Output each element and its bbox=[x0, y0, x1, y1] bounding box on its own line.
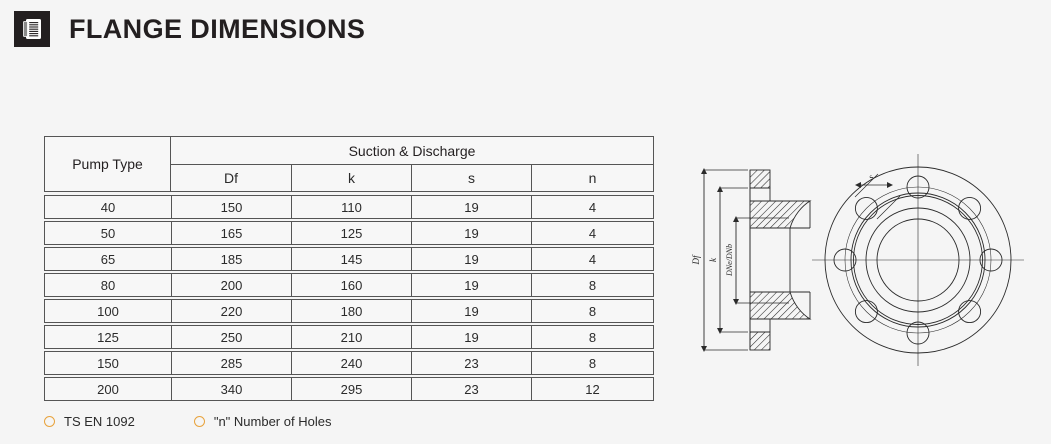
table-row: 80 200 160 19 8 bbox=[44, 273, 654, 297]
cell-df: 250 bbox=[171, 326, 291, 348]
cell-n: 8 bbox=[531, 326, 653, 348]
cell-df: 200 bbox=[171, 274, 291, 296]
cell-k: 240 bbox=[291, 352, 411, 374]
flange-technical-drawing: Df k DNe/DNb bbox=[690, 138, 1050, 382]
cell-n: 4 bbox=[531, 248, 653, 270]
cell-n: 4 bbox=[531, 196, 653, 218]
cell-pump-type: 200 bbox=[97, 381, 119, 397]
column-header-df: Df bbox=[224, 170, 238, 186]
cell-pump-type: 40 bbox=[100, 199, 116, 215]
flange-section-view bbox=[701, 168, 812, 352]
column-header-s: s bbox=[411, 165, 531, 191]
cell-k: 180 bbox=[291, 300, 411, 322]
cell-k: 145 bbox=[291, 248, 411, 270]
cell-n: 8 bbox=[531, 352, 653, 374]
cell-df: 220 bbox=[171, 300, 291, 322]
cell-pump-type: 50 bbox=[100, 225, 116, 241]
bolt-hole bbox=[854, 196, 878, 220]
cell-df: 185 bbox=[171, 248, 291, 270]
table-row: 100 220 180 19 8 bbox=[44, 299, 654, 323]
cell-pump-type: 65 bbox=[100, 251, 116, 267]
legend-label: "n" Number of Holes bbox=[213, 414, 332, 429]
table-row: 50 165 125 19 4 bbox=[44, 221, 654, 245]
cell-pump-type: 100 bbox=[97, 303, 119, 319]
cell-s: 19 bbox=[411, 274, 531, 296]
cell-n: 8 bbox=[531, 300, 653, 322]
table-row: 125 250 210 19 8 bbox=[44, 325, 654, 349]
bolt-hole bbox=[958, 196, 982, 220]
cell-df: 165 bbox=[171, 222, 291, 244]
page-title: FLANGE DIMENSIONS bbox=[69, 13, 366, 44]
cell-k: 110 bbox=[291, 196, 411, 218]
cell-k: 295 bbox=[291, 378, 411, 400]
circle-marker-icon bbox=[193, 416, 205, 427]
table-row: 65 185 145 19 4 bbox=[44, 247, 654, 271]
cell-df: 340 bbox=[171, 378, 291, 400]
column-group-header-suction-discharge: Suction & Discharge bbox=[171, 137, 653, 165]
cell-s: 19 bbox=[411, 326, 531, 348]
flange-dimensions-table: Pump Type Suction & Discharge Df k s n 4… bbox=[44, 136, 654, 403]
flange-front-view bbox=[812, 154, 1024, 366]
cell-df: 150 bbox=[171, 196, 291, 218]
cell-n: 4 bbox=[531, 222, 653, 244]
cell-k: 160 bbox=[291, 274, 411, 296]
circle-marker-icon bbox=[44, 416, 55, 427]
table-row: 150 285 240 23 8 bbox=[44, 351, 654, 375]
cell-s: 23 bbox=[411, 378, 531, 400]
column-header-n: n bbox=[531, 165, 653, 191]
legend-label: TS EN 1092 bbox=[64, 414, 135, 429]
cell-s: 19 bbox=[411, 248, 531, 270]
cell-n: 8 bbox=[531, 274, 653, 296]
cell-df: 285 bbox=[171, 352, 291, 374]
column-header-pump-type: Pump Type bbox=[45, 137, 171, 191]
cell-s: 19 bbox=[411, 300, 531, 322]
table-row: 200 340 295 23 12 bbox=[44, 377, 654, 401]
document-icon bbox=[14, 11, 50, 47]
cell-k: 125 bbox=[291, 222, 411, 244]
dimension-label-bore: DNe/DNb bbox=[725, 244, 734, 277]
legend-item-holes: "n" Number of Holes bbox=[193, 414, 332, 429]
cell-s: 23 bbox=[411, 352, 531, 374]
dimension-label-df: Df bbox=[691, 254, 701, 265]
table-legend: TS EN 1092 "n" Number of Holes bbox=[44, 414, 331, 429]
cell-pump-type: 80 bbox=[100, 277, 116, 293]
cell-n: 12 bbox=[531, 378, 653, 400]
page-header: FLANGE DIMENSIONS bbox=[14, 11, 365, 47]
cell-pump-type: 150 bbox=[97, 355, 119, 371]
cell-k: 210 bbox=[291, 326, 411, 348]
table-row: 40 150 110 19 4 bbox=[44, 195, 654, 219]
bolt-hole bbox=[958, 300, 982, 324]
cell-pump-type: 125 bbox=[97, 329, 119, 345]
dimension-label-s: s bbox=[866, 172, 876, 182]
bolt-hole bbox=[854, 300, 878, 324]
cell-s: 19 bbox=[411, 196, 531, 218]
column-header-k: k bbox=[291, 165, 411, 191]
cell-s: 19 bbox=[411, 222, 531, 244]
legend-item-standard: TS EN 1092 bbox=[44, 414, 135, 429]
table-header: Pump Type Suction & Discharge Df k s n bbox=[44, 136, 654, 192]
dimension-label-k: k bbox=[708, 257, 718, 262]
